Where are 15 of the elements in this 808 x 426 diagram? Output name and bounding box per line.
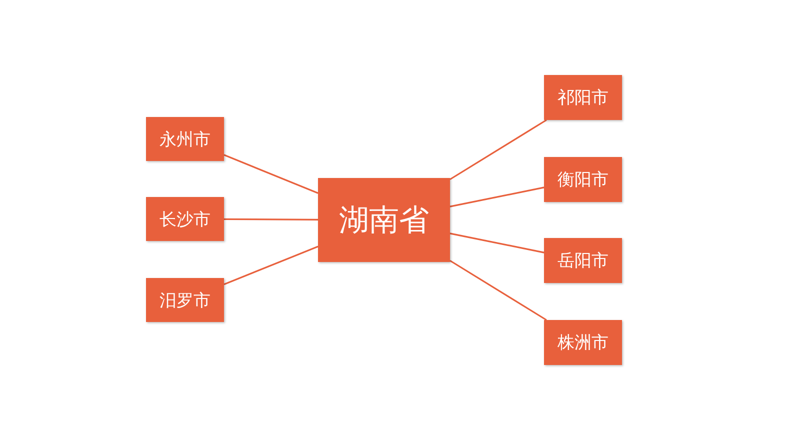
city-box: 衡阳市 — [544, 157, 622, 202]
connector-line — [450, 119, 547, 180]
connector-line — [224, 246, 318, 286]
connector-line — [450, 186, 544, 208]
city-box: 岳阳市 — [544, 238, 622, 283]
city-box: 长沙市 — [146, 197, 224, 241]
connector-line — [224, 154, 318, 194]
connector-line — [224, 218, 318, 220]
connector-line — [450, 260, 547, 321]
province-box: 湖南省 — [318, 178, 450, 262]
city-box: 祁阳市 — [544, 75, 622, 120]
city-box: 汨罗市 — [146, 278, 224, 322]
city-box: 永州市 — [146, 117, 224, 161]
connector-line — [450, 232, 544, 254]
city-box: 株洲市 — [544, 320, 622, 365]
